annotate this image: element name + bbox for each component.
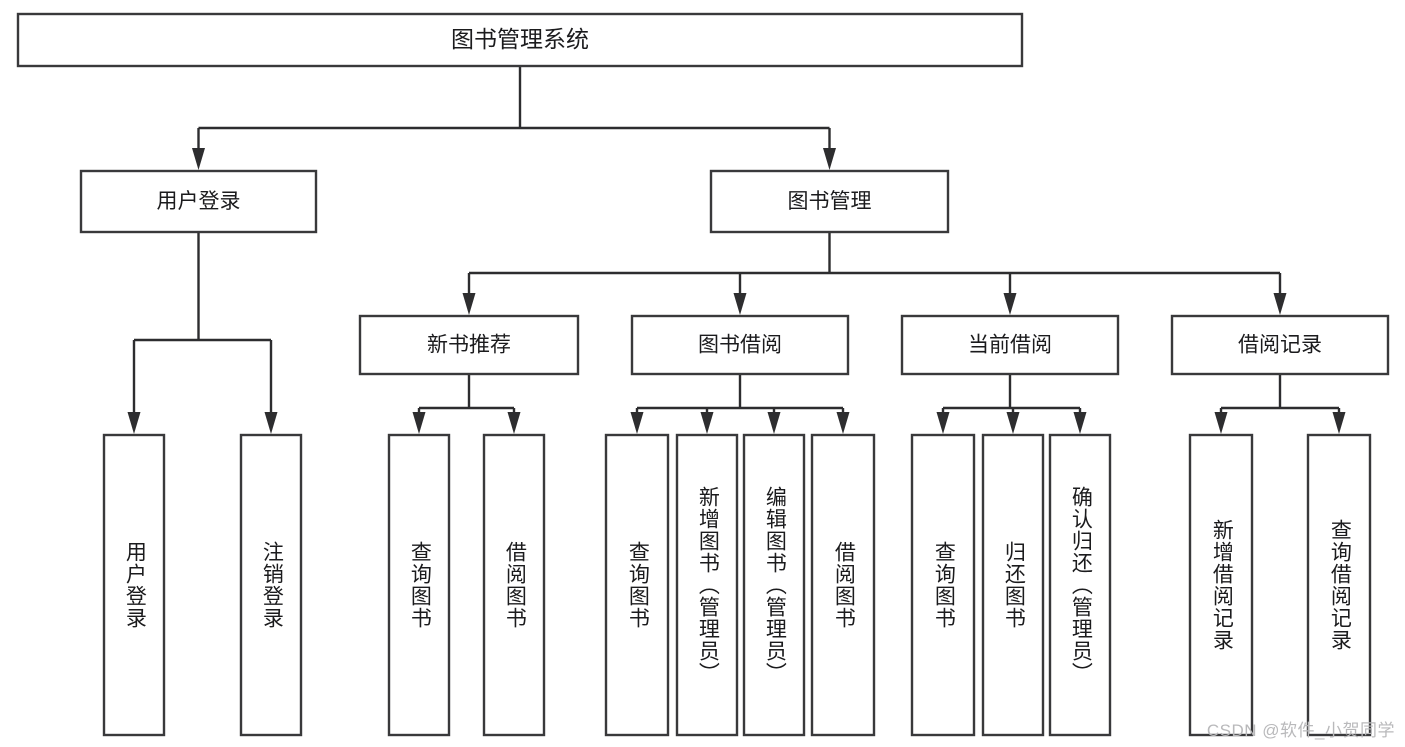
node-leaf-2[interactable] <box>387 433 451 737</box>
arrow-head-icon <box>936 412 950 434</box>
node-level1-0-label: 用户登录 <box>157 190 241 213</box>
node-level2-1[interactable] <box>630 314 850 376</box>
arrow-head-icon <box>507 412 521 434</box>
arrow-head-icon <box>264 412 278 434</box>
node-leaf-4[interactable] <box>604 433 670 737</box>
node-level1-0[interactable] <box>79 169 318 234</box>
node-level1-1-label: 图书管理 <box>788 190 872 213</box>
arrow-head-icon <box>1273 293 1287 315</box>
node-level2-1-label: 图书借阅 <box>698 334 782 357</box>
node-leaf-12[interactable] <box>1306 433 1372 737</box>
node-leaf-10[interactable] <box>1048 433 1112 737</box>
node-root-label: 图书管理系统 <box>451 26 589 52</box>
arrow-head-icon <box>733 293 747 315</box>
node-root[interactable] <box>16 12 1024 68</box>
node-leaf-0[interactable] <box>102 433 166 737</box>
node-level2-2-label: 当前借阅 <box>968 334 1052 357</box>
arrow-head-icon <box>1073 412 1087 434</box>
node-leaf-5[interactable] <box>675 433 739 737</box>
node-leaf-6[interactable] <box>742 433 806 737</box>
node-level2-2[interactable] <box>900 314 1120 376</box>
arrow-head-icon <box>1006 412 1020 434</box>
node-level2-0[interactable] <box>358 314 580 376</box>
arrow-head-icon <box>1214 412 1228 434</box>
node-level1-1[interactable] <box>709 169 950 234</box>
node-leaf-1[interactable] <box>239 433 303 737</box>
arrow-head-icon <box>127 412 141 434</box>
arrow-head-icon <box>462 293 476 315</box>
node-level2-3[interactable] <box>1170 314 1390 376</box>
node-leaf-8[interactable] <box>910 433 976 737</box>
arrow-head-icon <box>630 412 644 434</box>
watermark-text: CSDN @软件_小贺同学 <box>1206 721 1395 740</box>
connectors-layer <box>127 66 1346 434</box>
arrow-head-icon <box>823 148 836 170</box>
node-level2-0-label: 新书推荐 <box>427 334 511 357</box>
arrow-head-icon <box>836 412 850 434</box>
arrow-head-icon <box>192 148 205 170</box>
arrow-head-icon <box>700 412 714 434</box>
arrow-head-icon <box>1332 412 1346 434</box>
arrow-head-icon <box>767 412 781 434</box>
node-leaf-3[interactable] <box>482 433 546 737</box>
arrow-head-icon <box>1003 293 1017 315</box>
arrow-head-icon <box>412 412 426 434</box>
node-leaf-11[interactable] <box>1188 433 1254 737</box>
node-level2-3-label: 借阅记录 <box>1238 334 1322 357</box>
node-boxes-layer <box>16 12 1390 737</box>
node-leaf-9[interactable] <box>981 433 1045 737</box>
node-leaf-7[interactable] <box>810 433 876 737</box>
